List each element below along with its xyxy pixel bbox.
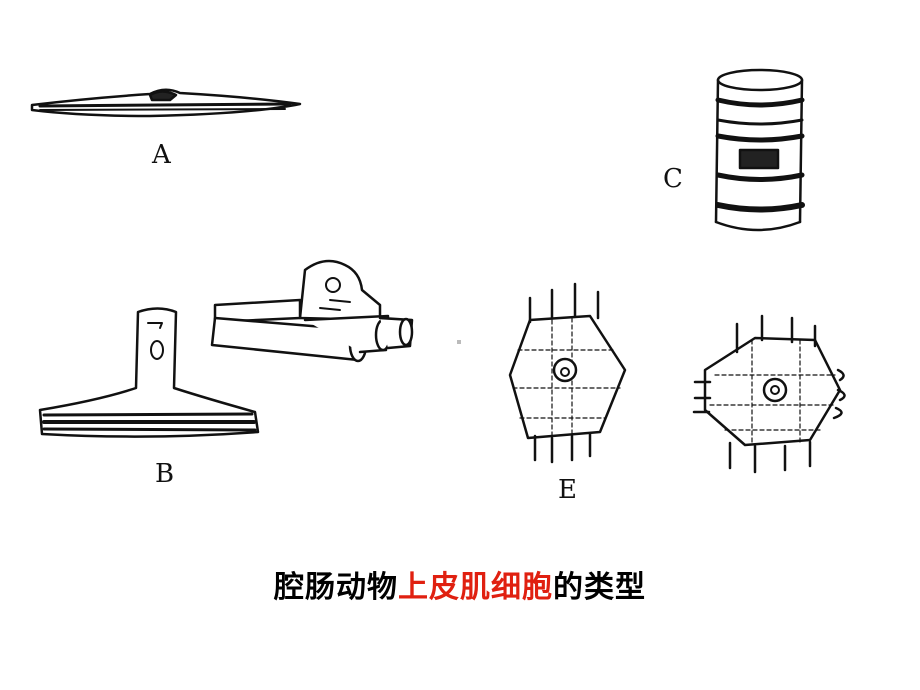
cell-c-drawing xyxy=(714,68,805,232)
caption-highlight: 上皮肌细胞 xyxy=(398,570,553,605)
caption-part1: 腔肠动物 xyxy=(274,570,398,605)
label-a: A xyxy=(151,140,172,170)
cell-b-left-drawing xyxy=(38,307,260,438)
stray-dot xyxy=(457,340,461,344)
figure-caption: 腔肠动物上皮肌细胞的类型 xyxy=(0,562,920,606)
cell-a-drawing xyxy=(30,88,302,118)
label-c: C xyxy=(663,164,683,194)
label-b: B xyxy=(155,459,174,489)
cell-b-right-drawing xyxy=(210,259,414,363)
cell-e-left-drawing xyxy=(508,282,627,464)
label-e: E xyxy=(558,475,577,505)
cell-e-right-drawing xyxy=(692,314,846,474)
caption-part2: 的类型 xyxy=(553,570,646,605)
